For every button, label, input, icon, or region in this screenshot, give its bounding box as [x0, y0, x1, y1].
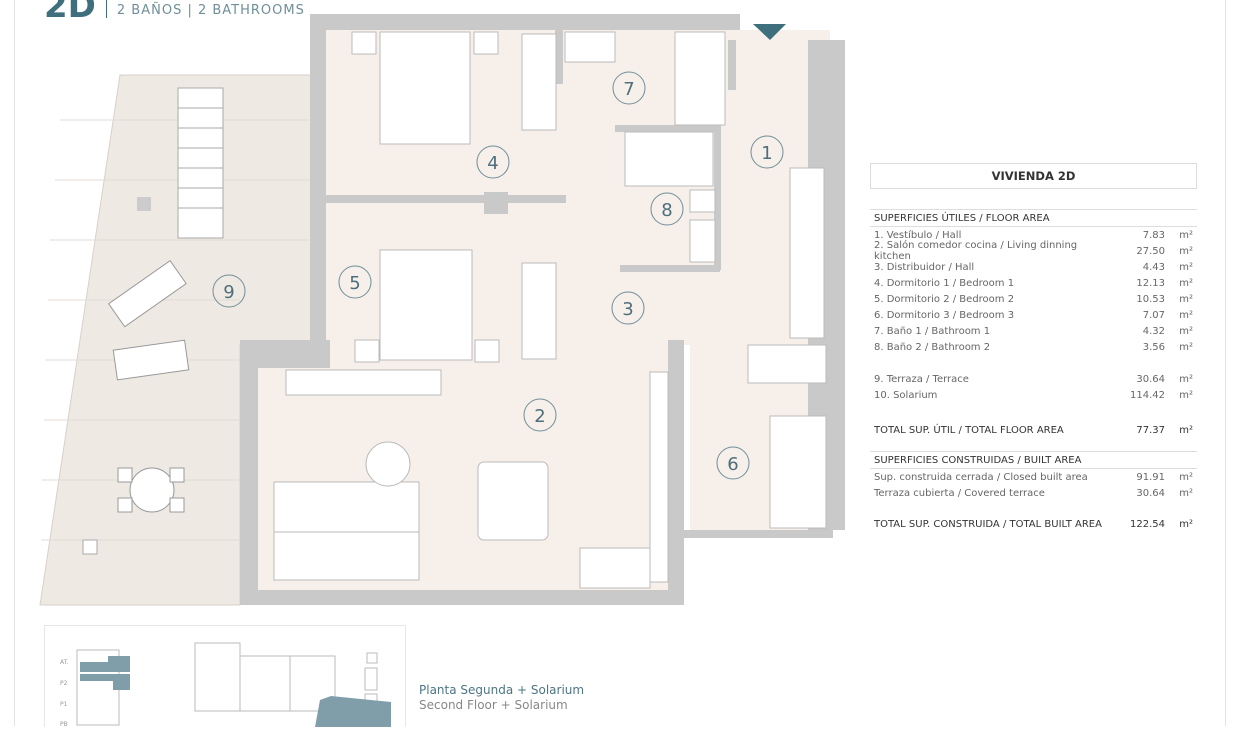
divider: [105, 0, 107, 18]
unit-code: 2D: [44, 0, 96, 26]
caption-es: Planta Segunda + Solarium: [419, 683, 585, 697]
svg-text:9: 9: [223, 282, 234, 303]
plan-caption: Planta Segunda + Solarium Second Floor +…: [419, 683, 584, 713]
level-label: PB: [60, 721, 68, 727]
room-label-5: 5: [338, 265, 372, 299]
svg-text:4: 4: [487, 153, 498, 174]
svg-text:5: 5: [349, 273, 360, 294]
caption-en: Second Floor + Solarium: [419, 698, 568, 712]
unit-subtitle: 2 BAÑOS | 2 BATHROOMS: [116, 2, 305, 18]
furniture: [273, 31, 827, 589]
floor-area-heading: SUPERFICIES ÚTILES / FLOOR AREA: [870, 209, 1197, 227]
room-label-9: 9: [212, 274, 246, 308]
room-label-4: 4: [476, 145, 510, 179]
svg-text:8: 8: [661, 200, 672, 221]
built-area-heading: SUPERFICIES CONSTRUIDAS / BUILT AREA: [870, 451, 1197, 469]
svg-text:3: 3: [622, 299, 633, 320]
total-built-row: TOTAL SUP. CONSTRUIDA / TOTAL BUILT AREA…: [874, 518, 1193, 530]
column: [137, 197, 151, 211]
key-plan: AT. P2 P1 PB: [44, 625, 406, 728]
svg-text:6: 6: [727, 454, 738, 475]
planter: [82, 539, 98, 555]
area-table: VIVIENDA 2D SUPERFICIES ÚTILES / FLOOR A…: [870, 163, 1197, 535]
level-label: P2: [60, 680, 68, 687]
room-label-2: 2: [523, 398, 557, 432]
sun-loungers: [107, 260, 190, 381]
svg-text:1: 1: [761, 143, 772, 164]
stairs: [177, 87, 224, 239]
room-label-6: 6: [716, 446, 750, 480]
page-border-left: [14, 0, 15, 726]
header: 2D 2 BAÑOS | 2 BATHROOMS: [44, 0, 305, 26]
svg-text:2: 2: [534, 406, 545, 427]
svg-text:7: 7: [623, 79, 634, 100]
room-label-8: 8: [650, 192, 684, 226]
table-row: Sup. construida cerrada / Closed built a…: [874, 471, 1193, 483]
entrance-marker-icon: [753, 24, 786, 40]
room-label-7: 7: [612, 71, 646, 105]
room-label-1: 1: [750, 135, 784, 169]
table-title: VIVIENDA 2D: [870, 163, 1197, 189]
room-label-3: 3: [611, 291, 645, 325]
room-labels: 1 2 3 4 5 6 7 8 9: [212, 71, 784, 480]
key-plan-drawing: AT. P2 P1 PB: [60, 642, 391, 728]
page-border-right: [1225, 0, 1226, 726]
level-label: AT.: [60, 659, 69, 666]
level-label: P1: [60, 701, 68, 708]
floor-plan: 1 2 3 4 5 6 7 8 9: [39, 14, 845, 606]
table-row: 2. Salón comedor cocina / Living dinning…: [874, 240, 1193, 262]
round-table-set: [117, 467, 185, 513]
